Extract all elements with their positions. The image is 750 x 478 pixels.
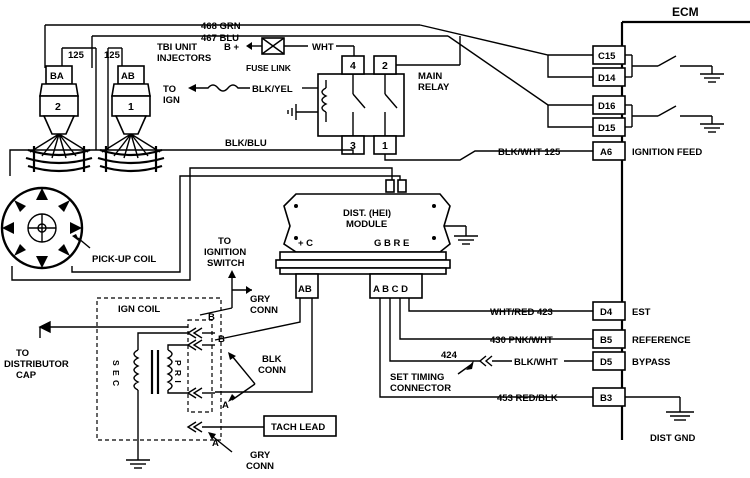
wire-468-label: 468 GRN <box>201 21 241 32</box>
blk-conn-2: CONN <box>258 365 286 376</box>
to-distributor-2: DISTRIBUTOR <box>4 359 69 370</box>
relay-pin-1: 1 <box>382 140 388 152</box>
coil-b2: B <box>218 334 225 345</box>
wire-430-pnk-wht-label: 430 PNK/WHT <box>490 335 553 346</box>
module-ab: AB <box>298 284 312 295</box>
ecm-title: ECM <box>672 5 699 19</box>
injector-1-connector: AB <box>121 71 135 82</box>
ecm-internal-switches <box>625 54 724 133</box>
gry-conn-bottom: GRY CONN <box>208 432 274 472</box>
pickup-coil-label: PICK-UP COIL <box>92 254 156 265</box>
ecm-block: ECM C15 D14 D16 D15 A6 IGNITION FEED D4 … <box>592 5 750 444</box>
relay-pin-3: 3 <box>350 140 356 152</box>
tach-lead: TACH LEAD <box>263 415 337 437</box>
relay-title-1: MAIN <box>418 71 442 82</box>
dist-gnd-label: DIST GND <box>650 433 696 444</box>
to-distributor-1: TO <box>16 348 29 359</box>
wire-blk-wht-label: BLK/WHT <box>514 357 558 368</box>
hei-module: P N DIST. (HEI) MODULE + C G B R E AB A … <box>275 179 478 299</box>
wire-125-label-2: 125 <box>104 50 121 61</box>
pin-c15-label: C15 <box>598 51 616 62</box>
coil-sec-label: S E C <box>111 360 121 387</box>
wire-125-label-1: 125 <box>68 50 85 61</box>
pickup-coil: PICK-UP COIL <box>0 186 156 270</box>
injectors-title-1: TBI UNIT <box>157 42 197 53</box>
wire-467-label: 467 BLU <box>201 33 239 44</box>
to-ign-to: TO <box>163 84 176 95</box>
ignition-switch: TO IGNITION SWITCH GRY CONN <box>204 236 278 316</box>
fuse-link: B + WHT FUSE LINK <box>224 37 355 73</box>
injector-2-connector: BA <box>50 71 64 82</box>
gry-conn-top-2: CONN <box>250 305 278 316</box>
module-plus-c: + C <box>298 238 313 249</box>
pin-d14-label: D14 <box>598 73 616 84</box>
gry-conn-bot-2: CONN <box>246 461 274 472</box>
coil-a1: A <box>222 400 229 411</box>
module-gbre: G B R E <box>374 238 409 249</box>
tach-lead-label: TACH LEAD <box>271 422 325 433</box>
relay-pin-2: 2 <box>382 60 388 72</box>
injector-wires: 468 GRN 467 BLU 125 125 <box>44 21 593 150</box>
gry-conn-top-1: GRY <box>250 294 271 305</box>
wire-424-label: 424 <box>441 350 458 361</box>
bypass-label: BYPASS <box>632 357 670 368</box>
injector-2: BA 2 <box>25 65 93 173</box>
pin-b5-label: B5 <box>600 335 613 346</box>
ign-switch-switch: SWITCH <box>207 258 245 269</box>
pin-b3-label: B3 <box>600 393 612 404</box>
relay-pin-4: 4 <box>350 60 356 72</box>
to-ign: TO IGN BLK/YEL <box>163 84 318 106</box>
coil-title: IGN COIL <box>118 304 160 315</box>
pin-d4-label: D4 <box>600 307 613 318</box>
module-title-1: DIST. (HEI) <box>343 208 391 219</box>
gry-conn-bot-1: GRY <box>250 450 271 461</box>
to-distributor-3: CAP <box>16 370 37 381</box>
wire-wht-label: WHT <box>312 42 334 53</box>
module-abcd: A B C D <box>373 284 408 295</box>
ign-switch-to: TO <box>218 236 231 247</box>
pin-d5-label: D5 <box>600 357 613 368</box>
set-timing-label-2: CONNECTOR <box>390 383 451 394</box>
est-label: EST <box>632 307 651 318</box>
injector-2-number: 2 <box>55 101 61 113</box>
relay-title-2: RELAY <box>418 82 450 93</box>
blk-conn-1: BLK <box>262 354 282 365</box>
wire-blk-wht-125-label: BLK/WHT 125 <box>498 147 561 158</box>
wire-453-red-blk-label: 453 RED/BLK <box>497 393 558 404</box>
main-relay: 4 2 3 1 MAIN RELAY <box>287 36 461 155</box>
injector-1: AB 1 <box>97 65 165 173</box>
blk-conn-callout: BLK CONN <box>228 352 286 402</box>
injector-1-number: 1 <box>128 101 134 113</box>
module-title-2: MODULE <box>346 219 387 230</box>
reference-label: REFERENCE <box>632 335 691 346</box>
coil-b1: B <box>208 312 215 323</box>
to-ign-ign: IGN <box>163 95 180 106</box>
pin-d15-label: D15 <box>598 123 616 134</box>
ignition-coil: IGN COIL B B A A S E C P R I <box>38 297 264 469</box>
fuse-link-label: FUSE LINK <box>246 63 292 73</box>
wire-wht-red-423-label: WHT/RED 423 <box>490 307 553 318</box>
wire-blk-blu-label: BLK/BLU <box>225 138 267 149</box>
pin-d16-label: D16 <box>598 101 615 112</box>
bplus-label: B + <box>224 42 240 53</box>
injectors-title-2: INJECTORS <box>157 53 211 64</box>
wire-blk-yel-label: BLK/YEL <box>252 84 293 95</box>
ignition-feed-label: IGNITION FEED <box>632 147 702 158</box>
coil-a2: A <box>212 438 219 449</box>
set-timing-label-1: SET TIMING <box>390 372 444 383</box>
pin-a6-label: A6 <box>600 147 612 158</box>
coil-pri-label: P R I <box>173 360 183 384</box>
ign-switch-ignition: IGNITION <box>204 247 246 258</box>
